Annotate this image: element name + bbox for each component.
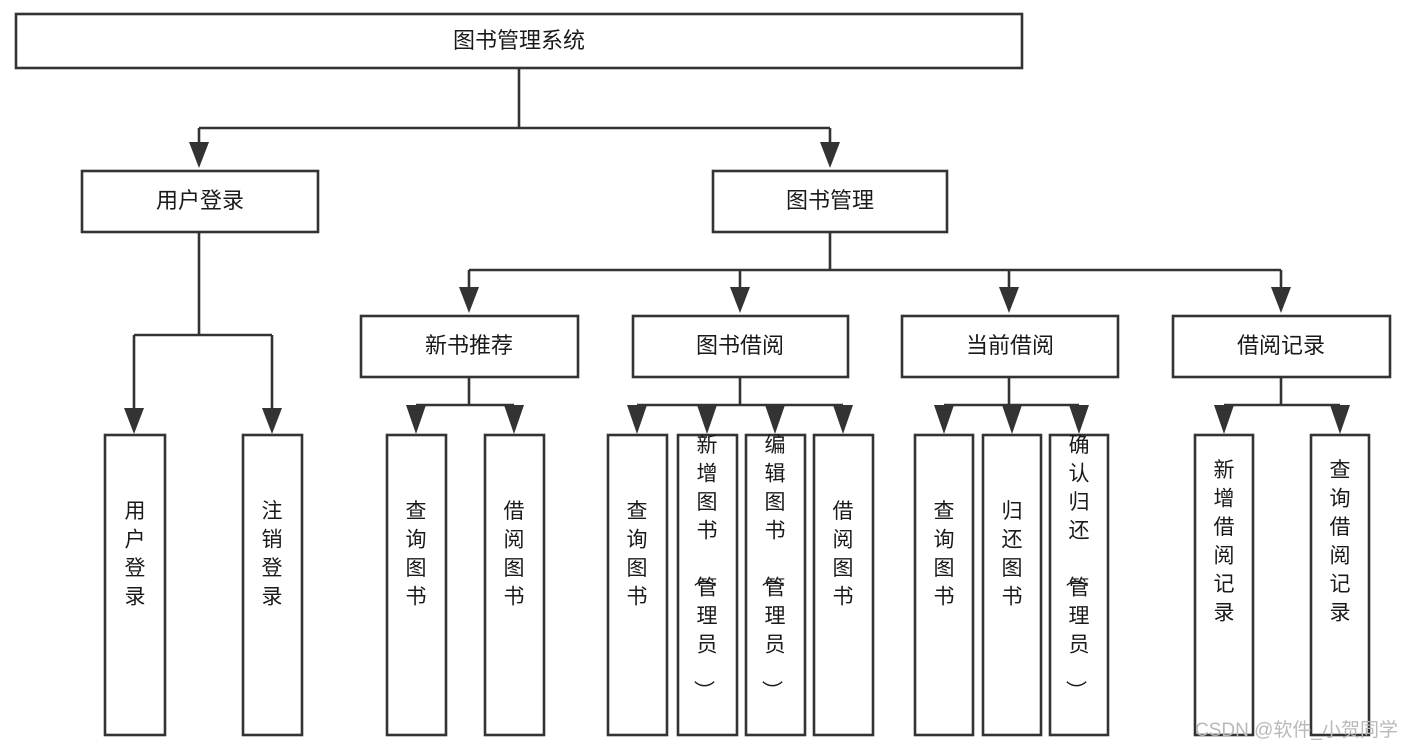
arrow-head-leaf-user-login [124,408,144,434]
node-current-borrow-box[interactable] [900,314,1120,379]
arrow-head-leaf-add-book [697,405,717,434]
node-leaf-query-book-3-box[interactable] [913,433,975,737]
arrow-head-leaf-query-book-2 [627,405,647,434]
node-new-book-recommend-box[interactable] [359,314,580,379]
node-book-borrow-label: 图书借阅 [696,333,784,358]
node-leaf-query-book-1[interactable]: 查询图书 [385,433,448,737]
node-borrow-record-box[interactable] [1171,314,1392,379]
node-leaf-add-record-box[interactable] [1193,433,1255,737]
node-leaf-borrow-book-1-box[interactable] [483,433,546,737]
csdn-watermark: CSDN @软件_小贺同学 [1195,719,1398,741]
node-leaf-borrow-book-2[interactable]: 借阅图书 [812,433,875,737]
arrow-head-leaf-query-book-1 [406,405,426,434]
arrow-head-leaf-borrow-book-1 [504,405,524,434]
arrow-head-book-manage [820,142,840,168]
node-leaf-user-login[interactable]: 用户登录 [103,433,167,737]
node-leaf-borrow-book-2-box[interactable] [812,433,875,737]
node-leaf-query-book-1-label: 查询图书 [406,500,427,609]
node-leaf-query-book-2[interactable]: 查询图书 [606,433,669,737]
node-current-borrow-label: 当前借阅 [966,333,1054,358]
node-leaf-query-record-label: 查询借阅记录 [1330,459,1351,625]
node-leaf-query-book-2-box[interactable] [606,433,669,737]
node-leaf-query-record[interactable]: 查询借阅记录 [1309,433,1371,737]
node-user-login[interactable]: 用户登录 [80,169,320,234]
node-root-label: 图书管理系统 [453,28,585,53]
node-new-book-recommend-label: 新书推荐 [425,333,513,358]
node-root-box[interactable] [14,12,1024,70]
arrow-head-leaf-query-book-3 [934,405,954,434]
node-leaf-return-book-box[interactable] [981,433,1043,737]
node-leaf-confirm-return[interactable]: 确认归还（管理员） [1048,433,1110,737]
node-current-borrow[interactable]: 当前借阅 [900,314,1120,379]
node-leaf-edit-book-label: 编辑图书（管理员） [760,434,786,701]
node-leaf-confirm-return-box[interactable] [1048,433,1110,737]
node-leaf-edit-book-box[interactable] [744,433,807,737]
node-book-manage-label: 图书管理 [786,188,874,213]
node-leaf-query-book-1-box[interactable] [385,433,448,737]
node-leaf-return-book-label: 归还图书 [1002,500,1023,609]
node-leaf-query-book-3-label: 查询图书 [934,500,955,609]
node-root[interactable]: 图书管理系统 [14,12,1024,70]
arrow-head-user-login [189,142,209,168]
arrow-head-leaf-add-record [1214,405,1234,434]
node-borrow-record[interactable]: 借阅记录 [1171,314,1392,379]
node-leaf-user-login-box[interactable] [103,433,167,737]
node-leaf-logout-login[interactable]: 注销登录 [241,433,304,737]
node-leaf-borrow-book-1[interactable]: 借阅图书 [483,433,546,737]
node-leaf-borrow-book-1-label: 借阅图书 [504,500,525,609]
node-new-book-recommend[interactable]: 新书推荐 [359,314,580,379]
node-borrow-record-label: 借阅记录 [1237,333,1325,358]
arrow-head-current-borrow [999,287,1019,313]
arrow-head-leaf-query-record [1330,405,1350,434]
node-book-borrow[interactable]: 图书借阅 [631,314,850,379]
arrow-head-leaf-edit-book [765,405,785,434]
arrow-head-leaf-confirm-return [1069,405,1089,434]
arrow-head-new-book-recommend [459,287,479,313]
node-user-login-box[interactable] [80,169,320,234]
node-book-borrow-box[interactable] [631,314,850,379]
node-leaf-edit-book[interactable]: 编辑图书（管理员） [744,433,807,737]
node-leaf-confirm-return-label: 确认归还（管理员） [1064,434,1090,701]
node-leaf-borrow-book-2-label: 借阅图书 [833,500,854,609]
arrow-head-leaf-borrow-book-2 [833,405,853,434]
arrow-head-borrow-record [1271,287,1291,313]
arrow-head-leaf-return-book [1002,405,1022,434]
node-leaf-add-record-label: 新增借阅记录 [1214,459,1235,625]
arrow-head-book-borrow [730,287,750,313]
connector-layer [124,68,1350,434]
node-leaf-query-book-2-label: 查询图书 [627,500,648,609]
node-leaf-logout-login-box[interactable] [241,433,304,737]
node-leaf-query-record-box[interactable] [1309,433,1371,737]
node-leaf-add-book-box[interactable] [676,433,739,737]
node-leaf-add-book-label: 新增图书（管理员） [692,434,718,701]
node-leaf-query-book-3[interactable]: 查询图书 [913,433,975,737]
node-leaf-user-login-label: 用户登录 [125,500,146,609]
node-leaf-add-book[interactable]: 新增图书（管理员） [676,433,739,737]
arrow-head-leaf-logout-login [262,408,282,434]
node-user-login-label: 用户登录 [156,188,244,213]
node-book-manage-box[interactable] [711,169,949,234]
node-book-manage[interactable]: 图书管理 [711,169,949,234]
node-leaf-add-record[interactable]: 新增借阅记录 [1193,433,1255,737]
node-leaf-logout-login-label: 注销登录 [262,500,283,609]
node-leaf-return-book[interactable]: 归还图书 [981,433,1043,737]
